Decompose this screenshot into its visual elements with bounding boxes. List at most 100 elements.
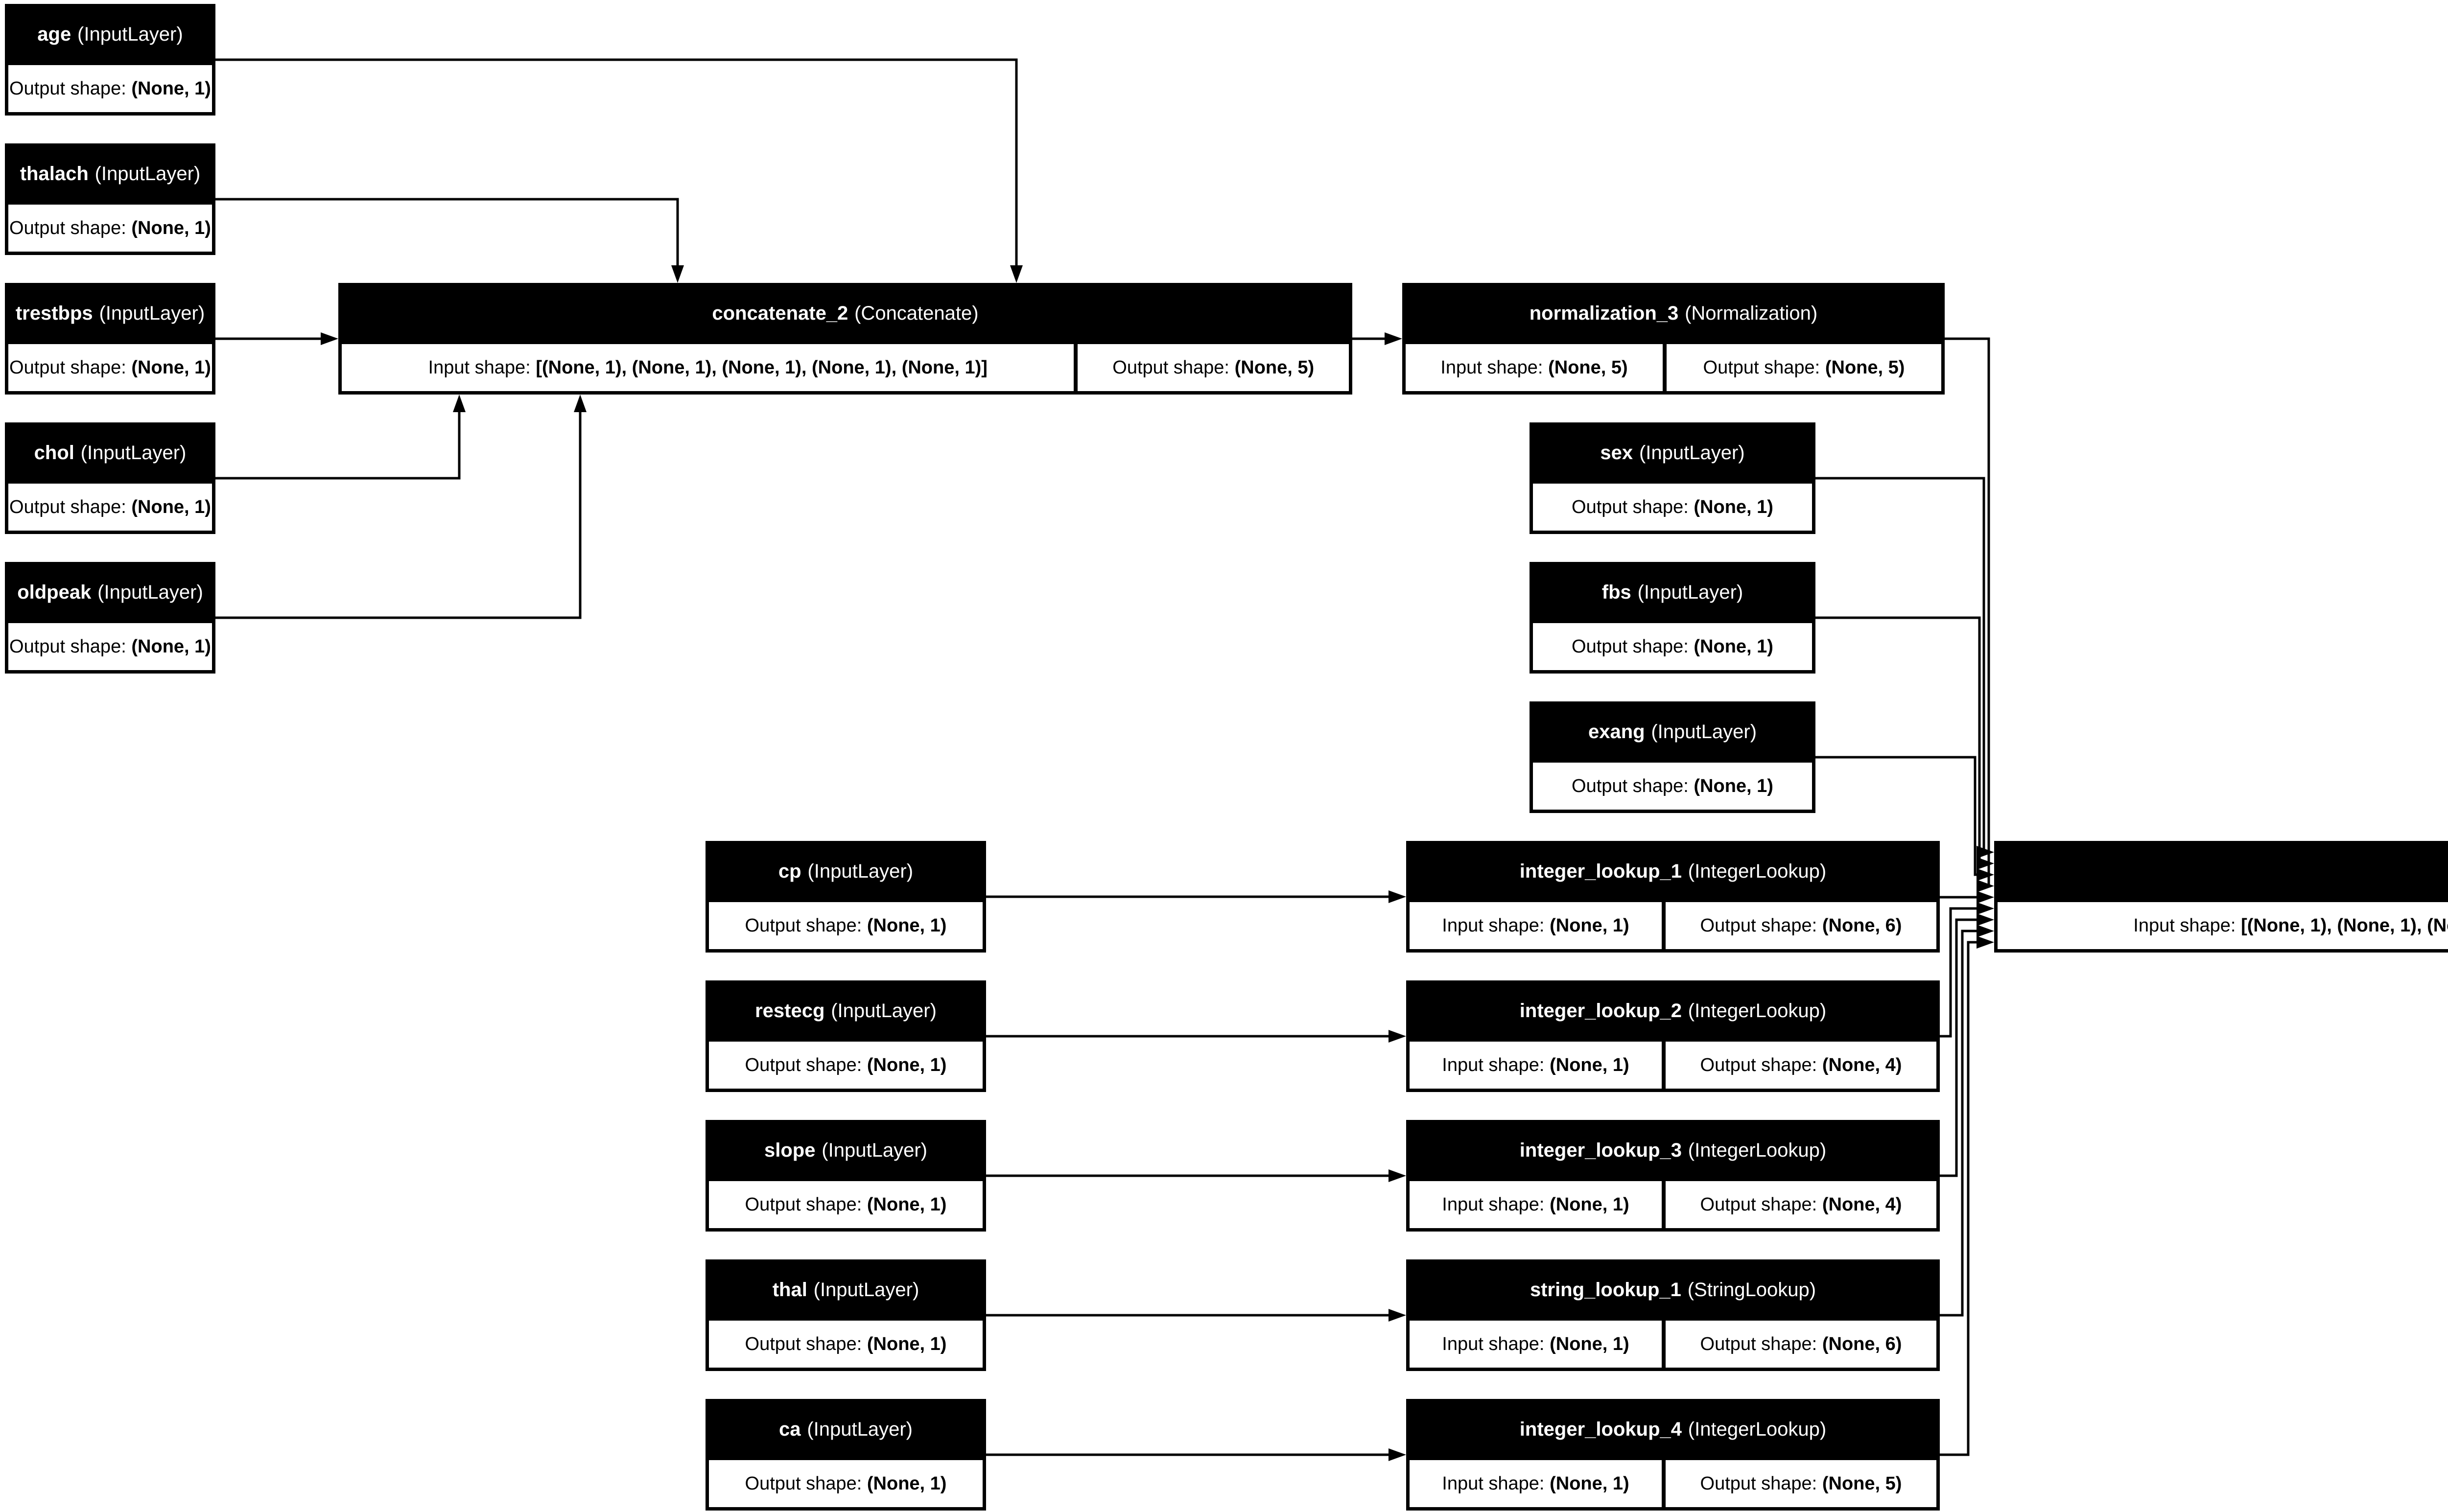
layer-title: slope(InputLayer) (706, 1120, 986, 1181)
shape-label: Input shape: (1442, 1333, 1545, 1354)
layer-title: age(InputLayer) (5, 4, 215, 65)
layer-class: (InputLayer) (813, 1279, 919, 1301)
shape-cell-output: Output shape:(None, 5) (1078, 344, 1349, 391)
layer-name: thal (772, 1279, 807, 1301)
edge-cp-integer_lookup_1 (986, 890, 1406, 903)
shape-label: Output shape: (1700, 915, 1817, 936)
shape-cell-output: Output shape:(None, 1) (709, 1321, 983, 1368)
edge-line (1815, 477, 1985, 854)
layer-title: integer_lookup_3(IntegerLookup) (1406, 1120, 1940, 1181)
layer-title: oldpeak(InputLayer) (5, 562, 215, 623)
arrowhead-icon (1389, 1169, 1406, 1182)
shape-value: (None, 5) (1822, 1473, 1902, 1494)
shape-cell-output: Output shape:(None, 1) (1533, 623, 1812, 670)
shape-label: Output shape: (9, 357, 126, 378)
layer-title: concatenate_2(Concatenate) (338, 283, 1352, 344)
layer-title: ca(InputLayer) (706, 1399, 986, 1460)
shape-value: (None, 4) (1822, 1194, 1902, 1215)
shape-cell-output: Output shape:(None, 1) (709, 902, 983, 949)
shape-cell-output: Output shape:(None, 1) (8, 205, 212, 252)
arrowhead-icon (1977, 868, 1994, 881)
shape-cell-input: Input shape:(None, 1) (1410, 1181, 1662, 1228)
node-chol: chol(InputLayer)Output shape:(None, 1) (5, 422, 215, 534)
layer-class: (IntegerLookup) (1688, 1000, 1827, 1022)
edge-chol-concatenate_2 (215, 395, 466, 480)
node-ca: ca(InputLayer)Output shape:(None, 1) (706, 1399, 986, 1511)
shape-cell-output: Output shape:(None, 6) (1665, 902, 1936, 949)
shape-value: (None, 1) (1550, 915, 1629, 936)
layer-name: concatenate_2 (712, 302, 848, 324)
edge-sex-concatenate_3 (1815, 477, 1994, 859)
node-age: age(InputLayer)Output shape:(None, 1) (5, 4, 215, 116)
edge-thal-string_lookup_1 (986, 1309, 1406, 1322)
shape-value: (None, 5) (1825, 357, 1905, 378)
edge-slope-integer_lookup_3 (986, 1169, 1406, 1182)
node-integer_lookup_4: integer_lookup_4(IntegerLookup)Input sha… (1406, 1399, 1940, 1511)
layer-name: integer_lookup_1 (1519, 861, 1682, 882)
layer-class: (InputLayer) (807, 1419, 913, 1440)
edge-line (1945, 337, 1990, 887)
shape-cells: Input shape:(None, 1)Output shape:(None,… (1410, 1460, 1936, 1507)
edge-normalization_3-concatenate_3 (1945, 337, 1994, 892)
layer-name: restecg (755, 1000, 825, 1022)
shape-cells: Input shape:(None, 1)Output shape:(None,… (1410, 1321, 1936, 1368)
shape-label: Input shape: (1442, 1473, 1545, 1494)
layer-name: fbs (1601, 582, 1631, 603)
layer-name: string_lookup_1 (1530, 1279, 1681, 1301)
node-concatenate_2: concatenate_2(Concatenate)Input shape:[(… (338, 283, 1352, 395)
shape-cell-input: Input shape:[(None, 1), (None, 1), (None… (1998, 902, 2448, 949)
shape-cell-input: Input shape:[(None, 1), (None, 1), (None… (342, 344, 1074, 391)
shape-value: (None, 1) (131, 496, 211, 517)
layer-name: trestbps (15, 302, 93, 324)
layer-name: age (37, 23, 71, 45)
layer-class: (InputLayer) (807, 861, 914, 882)
arrowhead-icon (1385, 332, 1402, 345)
arrowhead-icon (1977, 913, 1994, 926)
shape-cells: Output shape:(None, 1) (1533, 484, 1812, 531)
edge-line (215, 411, 582, 619)
shape-label: Output shape: (745, 1194, 862, 1215)
shape-cell-input: Input shape:(None, 1) (1410, 1460, 1662, 1507)
layer-name: chol (34, 442, 74, 464)
edge-fbs-concatenate_3 (1815, 616, 1994, 870)
layer-title: trestbps(InputLayer) (5, 283, 215, 344)
edge-restecg-integer_lookup_2 (986, 1030, 1406, 1043)
shape-label: Output shape: (9, 78, 126, 99)
layer-title: integer_lookup_4(IntegerLookup) (1406, 1399, 1940, 1460)
layer-name: normalization_3 (1529, 302, 1679, 324)
shape-value: (None, 1) (1694, 636, 1773, 657)
shape-value: (None, 1) (1694, 775, 1773, 796)
shape-cell-input: Input shape:(None, 1) (1410, 902, 1662, 949)
node-sex: sex(InputLayer)Output shape:(None, 1) (1530, 422, 1815, 534)
shape-cells: Input shape:(None, 1)Output shape:(None,… (1410, 1181, 1936, 1228)
edge-line (1815, 756, 1977, 876)
shape-cell-output: Output shape:(None, 1) (1533, 763, 1812, 810)
edge-line (215, 411, 461, 480)
shape-label: Output shape: (9, 217, 126, 238)
node-integer_lookup_3: integer_lookup_3(IntegerLookup)Input sha… (1406, 1120, 1940, 1232)
layer-title: fbs(InputLayer) (1530, 562, 1815, 623)
edge-concatenate_2-normalization_3 (1352, 332, 1402, 345)
shape-cells: Output shape:(None, 1) (8, 205, 212, 252)
layer-name: exang (1588, 721, 1645, 743)
shape-label: Input shape: (1440, 357, 1543, 378)
edge-line (1940, 907, 1977, 1038)
edge-integer_lookup_3-concatenate_3 (1940, 913, 1994, 1177)
shape-value: (None, 1) (867, 1333, 947, 1354)
layer-class: (InputLayer) (1651, 721, 1757, 743)
shape-value: (None, 4) (1822, 1054, 1902, 1075)
shape-label: Output shape: (1700, 1054, 1817, 1075)
shape-label: Output shape: (745, 1333, 862, 1354)
layer-title: thal (InputLayer) (706, 1259, 986, 1321)
arrowhead-icon (453, 395, 466, 412)
edge-integer_lookup_2-concatenate_3 (1940, 902, 1994, 1038)
shape-value: (None, 1) (1550, 1194, 1629, 1215)
layer-name: sex (1600, 442, 1633, 464)
shape-value: (None, 6) (1822, 1333, 1902, 1354)
node-exang: exang (InputLayer) Output shape:(None, 1) (1530, 701, 1815, 813)
layer-class: (IntegerLookup) (1688, 861, 1827, 882)
shape-label: Output shape: (745, 1054, 862, 1075)
arrowhead-icon (574, 395, 587, 412)
